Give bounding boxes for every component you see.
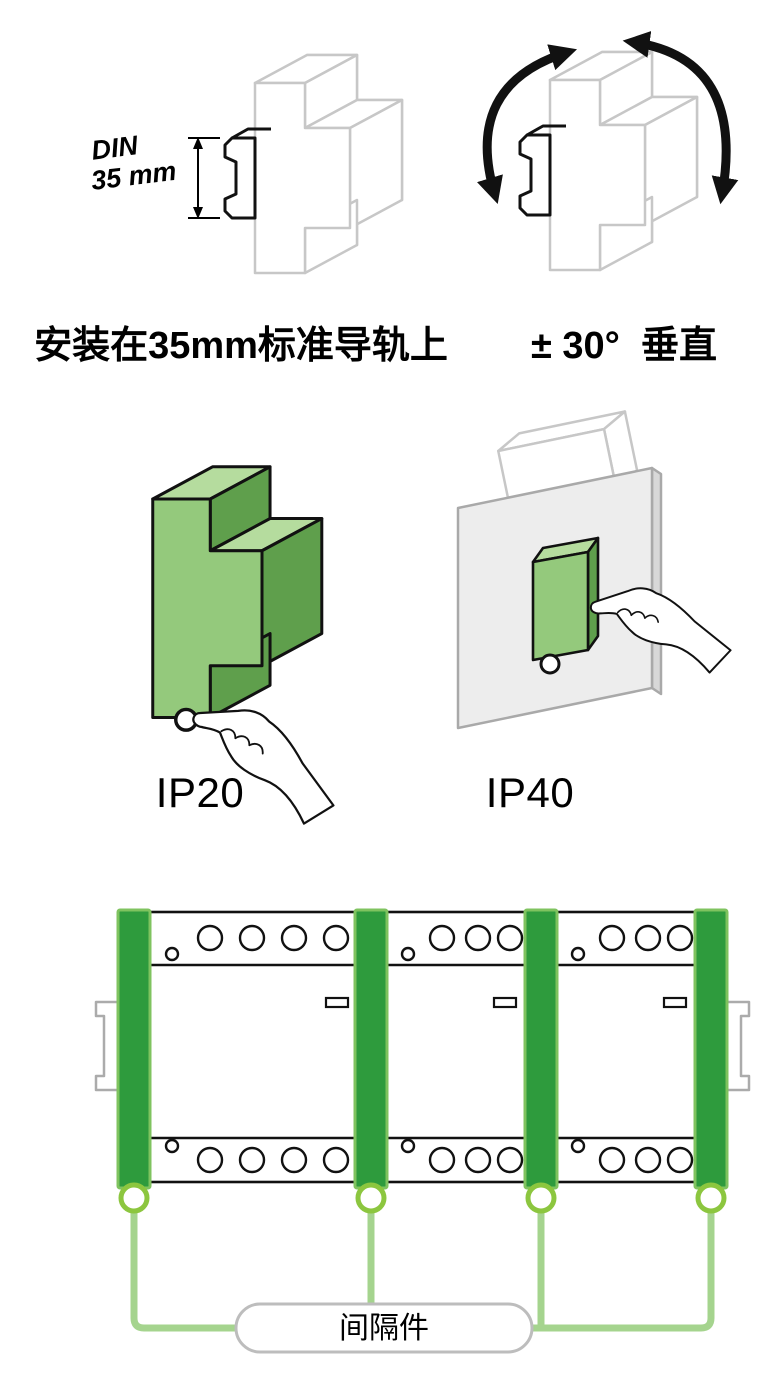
spacer-label-text: 间隔件 [339,1312,429,1345]
tilt-tolerance-figure [477,31,739,340]
spacer-bar [116,908,152,1190]
ip20-caption: IP20 [155,769,245,816]
clip-release-ring [539,653,561,675]
module-2 [385,910,527,1184]
ip40-caption: IP40 [485,769,575,816]
tilt-arrow-right [622,31,739,205]
module-3 [555,910,697,1184]
module-marking [492,996,518,1009]
ip20-figure [151,465,335,825]
spacer-callout-ring [695,1182,727,1214]
module-1 [148,910,357,1184]
green-module [151,465,324,732]
tilt-caption: ± 30° 垂直 [531,325,717,367]
terminal-circles [164,924,350,1174]
terminal-circles [400,924,524,1174]
ip40-figure [456,410,736,730]
spacer-bar [693,908,729,1190]
din-rail-end-right [725,1000,751,1092]
spacer-label: 间隔件 [234,1302,534,1354]
module-marking [324,996,350,1009]
module-front-face [531,536,600,675]
module-marking [662,996,688,1009]
rail-mount-caption: 安装在35mm标准导轨上 [34,325,448,367]
terminal-circles [570,924,694,1174]
module-outline-behind-panel [497,410,639,512]
spacer-callout-ring [118,1182,150,1214]
spacer-arrangement-figure: 间隔件 [94,908,751,1354]
tilt-arrow-left [477,44,578,205]
spacer-callout-ring [525,1182,557,1214]
spacer-callout-ring [355,1182,387,1214]
dimension-label-line1: DIN [90,130,140,166]
spacer-bar [353,908,389,1190]
spacer-bar [523,908,559,1190]
din-rail-mount-figure: DIN 35 mm [89,8,460,338]
din-35mm-dimension: DIN 35 mm [89,130,220,219]
din-rail-end-left [94,1000,120,1092]
